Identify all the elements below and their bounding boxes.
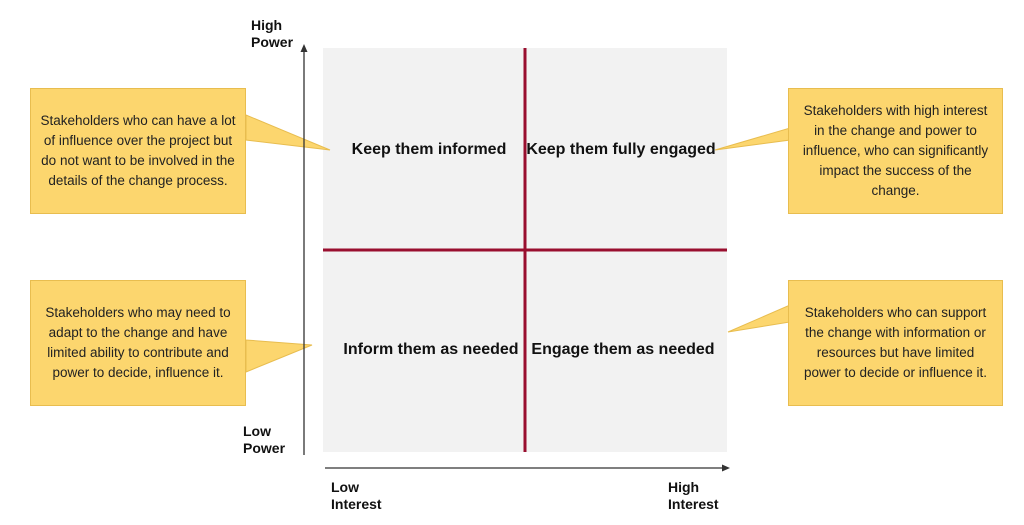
quadrant-label-bottom-left: Inform them as needed	[343, 341, 519, 358]
callout-bottom-left-text: Stakeholders who may need to adapt to th…	[45, 305, 231, 380]
quadrant-label-top-left: Keep them informed	[351, 141, 507, 158]
callout-pointer-bottom-right	[727, 304, 791, 333]
callout-bottom-left: Stakeholders who may need to adapt to th…	[30, 280, 246, 406]
callout-top-left-text: Stakeholders who can have a lot of influ…	[40, 113, 236, 188]
callout-bottom-right: Stakeholders who can support the change …	[788, 280, 1003, 406]
callout-bottom-right-text: Stakeholders who can support the change …	[803, 305, 988, 380]
callout-top-left: Stakeholders who can have a lot of influ…	[30, 88, 246, 214]
callout-top-right-text: Stakeholders with high interest in the c…	[802, 103, 989, 198]
y-axis-arrow	[300, 44, 308, 52]
callout-pointer-top-right	[714, 127, 791, 151]
y-axis-low-label: Low Power	[243, 423, 286, 456]
x-axis-arrow	[722, 464, 730, 472]
callout-pointer-bottom-left	[245, 339, 313, 373]
x-axis-high-label: High Interest	[668, 479, 719, 512]
x-axis-low-label: Low Interest	[331, 479, 382, 512]
callout-pointer-top-left	[245, 114, 331, 151]
quadrant-label-top-right: Keep them fully engaged	[526, 141, 716, 158]
quadrant-label-bottom-right: Engage them as needed	[531, 341, 715, 358]
callout-top-right: Stakeholders with high interest in the c…	[788, 88, 1003, 214]
y-axis-high-label: High Power	[251, 17, 294, 50]
